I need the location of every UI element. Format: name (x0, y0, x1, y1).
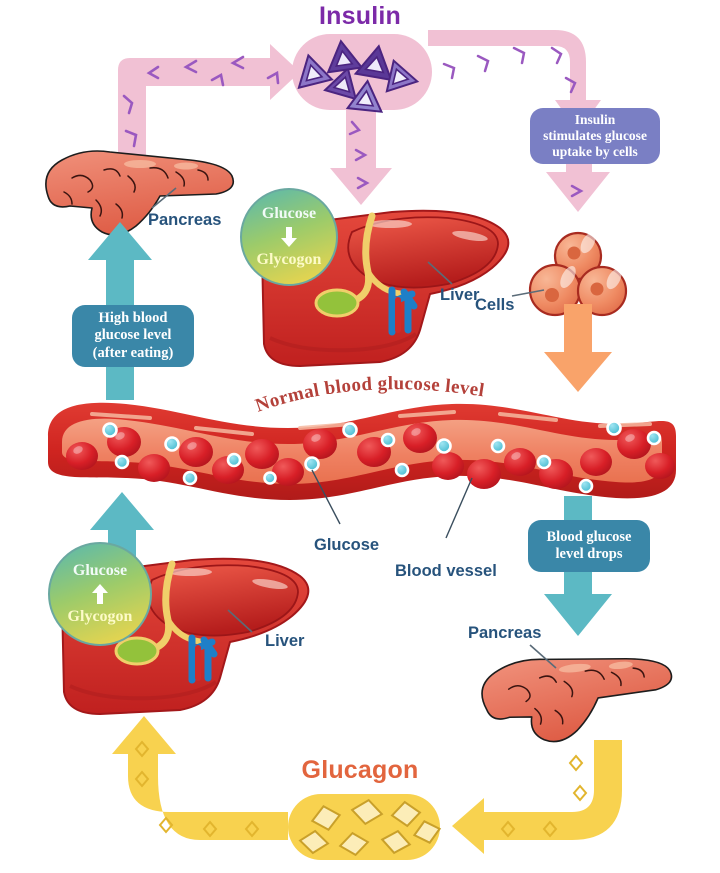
callout-insulin-uptake-line-1: Insulin (574, 112, 616, 128)
pancreas-top-illustration (45, 150, 235, 236)
conversion-bottom-word: Glycogon (67, 608, 133, 625)
glucagon-title: Glucagon (301, 756, 419, 784)
cells-illustration (511, 231, 628, 317)
callout-high-line-2: glucose level (94, 327, 172, 344)
down-arrow-icon (277, 225, 301, 249)
label-pancreas-bottom: Pancreas (468, 624, 542, 642)
callout-drops-line-2: level drops (555, 546, 623, 562)
blood-vessel-illustration (48, 402, 676, 539)
insulin-flow-arrow-left (118, 44, 300, 175)
callout-drops-line-1: Blood glucose (546, 528, 632, 545)
cells-to-vessel-arrow (544, 304, 612, 392)
callout-high-blood-glucose: High blood glucose level (after eating) (72, 305, 194, 367)
label-liver-bottom: Liver (265, 632, 305, 650)
callout-insulin-uptake: Insulin stimulates glucose uptake by cel… (530, 108, 660, 164)
conversion-top-result: Glycogon (256, 251, 322, 268)
red-blood-cells (66, 423, 675, 489)
up-arrow-icon (88, 582, 112, 606)
callout-high-line-3: (after eating) (92, 344, 174, 361)
insulin-uptake-arrow (546, 148, 610, 212)
liver-bottom-illustration (60, 557, 310, 715)
label-cells: Cells (475, 296, 515, 314)
insulin-molecule-group (292, 34, 432, 113)
insulin-title: Insulin (319, 2, 401, 30)
conversion-top-word: Glucose (261, 205, 317, 222)
conversion-bottom-result: Glucose (72, 562, 128, 579)
label-glucose: Glucose (314, 536, 380, 554)
label-pancreas-top: Pancreas (148, 211, 222, 229)
glucagon-flow-arrow-right (452, 740, 622, 854)
pancreas-bottom-illustration (481, 644, 673, 743)
glycogen-to-glucose-circle: Glucose Glycogon (48, 542, 152, 646)
glucagon-molecule-group (288, 794, 442, 860)
label-liver-top: Liver (440, 286, 480, 304)
callout-high-line-1: High blood (98, 310, 168, 327)
glucose-to-glycogen-circle: Glucose Glycogon (240, 188, 338, 286)
label-blood-vessel: Blood vessel (395, 562, 497, 580)
callout-glucose-drops: Blood glucose level drops (528, 520, 650, 572)
glucagon-flow-arrow-left (112, 716, 288, 840)
high-glucose-arrow-lower (90, 492, 154, 578)
insulin-to-liver-arrow (330, 100, 392, 205)
callout-insulin-uptake-line-3: uptake by cells (552, 143, 638, 159)
callout-insulin-uptake-line-2: stimulates glucose (543, 128, 647, 144)
